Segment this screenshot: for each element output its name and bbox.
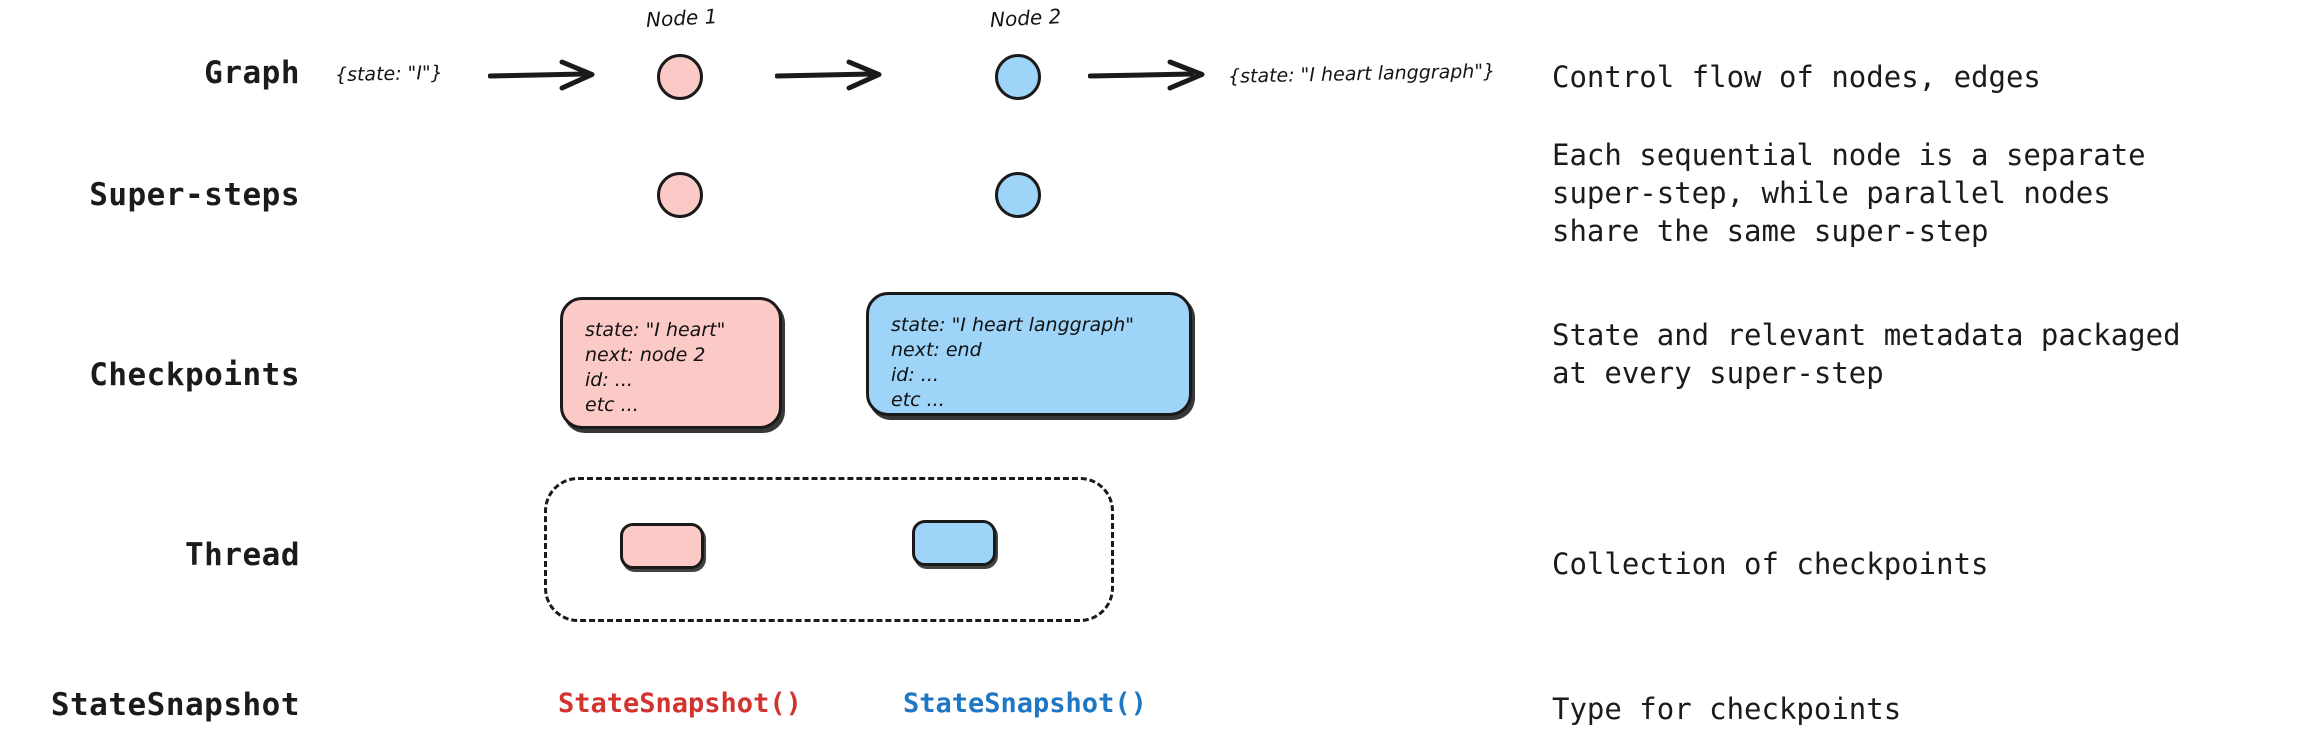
checkpoint-blue-line-1: state: "I heart langgraph" [891,314,1135,336]
row-description-graph: Control flow of nodes, edges [1552,60,2041,94]
statesnapshot-code-blue: StateSnapshot() [903,688,1147,719]
row-label-statesnapshot: StateSnapshot [50,687,300,723]
row-description-super-steps: Each sequential node is a separate super… [1552,138,2146,248]
superstep-node-1-circle [657,172,703,218]
node-1-tag: Node 1 [645,4,718,32]
thread-checkpoint-chip-blue [912,520,996,566]
checkpoint-pink-line-2: next: node 2 [585,344,706,366]
arrow-glyph [774,59,882,91]
graph-arrow-1 [487,58,606,92]
graph-output-state-annotation: {state: "I heart langgraph"} [1227,60,1496,88]
checkpoint-blue-line-3: id: ... [891,364,939,386]
checkpoint-blue-line-4: etc ... [891,389,945,411]
row-label-checkpoints: Checkpoints [89,357,300,393]
checkpoint-pink-line-3: id: ... [585,369,633,391]
arrow-glyph [1087,59,1205,91]
checkpoint-box-blue: state: "I heart langgraph" next: end id:… [866,292,1192,416]
checkpoint-box-pink: state: "I heart" next: node 2 id: ... et… [560,297,782,429]
node-2-tag: Node 2 [989,4,1062,32]
graph-arrow-3 [1087,58,1218,92]
row-description-checkpoints: State and relevant metadata packaged at … [1552,318,2181,390]
checkpoint-pink-line-4: etc ... [585,394,639,416]
row-label-super-steps: Super-steps [89,177,300,213]
checkpoint-pink-line-1: state: "I heart" [585,319,726,341]
graph-input-state-annotation: {state: "I"} [334,61,444,87]
checkpoint-blue-line-2: next: end [891,339,982,361]
row-label-graph: Graph [204,55,300,91]
thread-container [544,477,1114,622]
row-label-thread: Thread [185,537,300,573]
superstep-node-2-circle [995,172,1041,218]
row-description-statesnapshot: Type for checkpoints [1552,692,1902,726]
statesnapshot-code-pink: StateSnapshot() [558,688,802,719]
graph-arrow-2 [774,58,893,92]
graph-node-2-circle [995,54,1041,100]
arrow-glyph [487,59,595,91]
graph-node-1-circle [657,54,703,100]
row-description-thread: Collection of checkpoints [1552,547,1989,581]
thread-checkpoint-chip-pink [620,523,704,569]
